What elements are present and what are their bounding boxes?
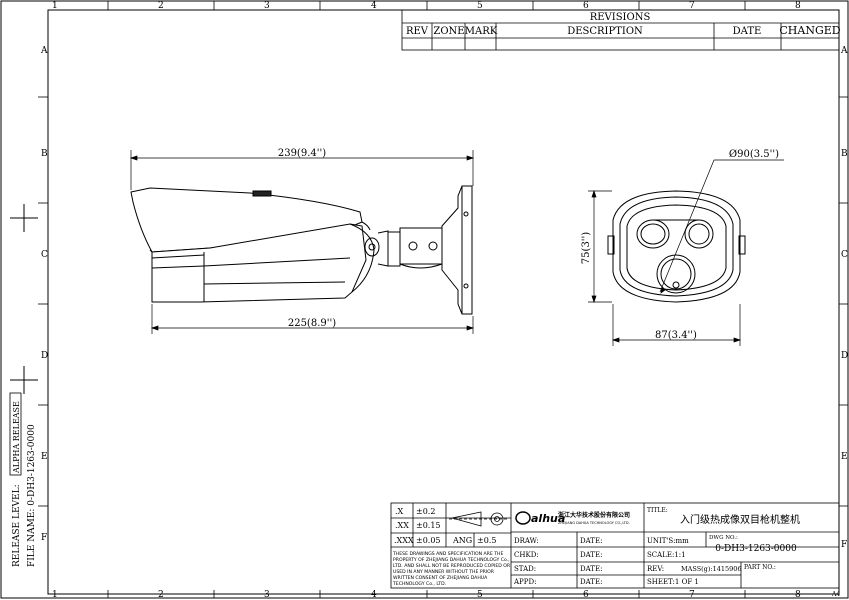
- date-label: DATE:: [580, 578, 602, 586]
- tol-xx-value: ±0.15: [416, 521, 441, 530]
- release-level: RELEASE LEVEL: ALPHA RELEASE: [9, 392, 22, 567]
- title-block-frame: [390, 502, 840, 589]
- proprietary-notice: THESE DRAWINGS AND SPECIFICATION ARE THE…: [392, 551, 511, 587]
- company-logo: alhua 浙江大华技术股份有限公司 ZHEJIANG DAHUA TECHNO…: [515, 511, 630, 525]
- row-label-left: E: [41, 452, 48, 462]
- row-label-left: C: [41, 250, 48, 260]
- date-label: DATE:: [580, 537, 602, 545]
- col-label-bottom: 5: [477, 590, 483, 600]
- notice-line: PROPERTY OF ZHEJIANG DAHUA TECHNOLOGY Co…: [393, 557, 510, 563]
- overall-length-dim: 239(9.4''): [278, 148, 326, 159]
- notice-line: TECHNOLOGY Co., LTD.: [392, 581, 446, 587]
- col-label-bottom: 3: [264, 590, 270, 600]
- stad-label: STAD:: [514, 565, 536, 573]
- col-label-bottom: 6: [583, 590, 589, 600]
- row-label-left: A: [40, 46, 48, 56]
- tol-xx-label: .XX: [395, 521, 409, 530]
- col-label-bottom: 2: [158, 590, 164, 600]
- appd-label: APPD:: [513, 578, 536, 586]
- height-dim: 75(3''): [581, 232, 592, 264]
- dwg-no-label: DWG NO.:: [709, 535, 738, 541]
- row-label-left: B: [41, 149, 48, 159]
- sheet-label: SHEET:1 OF 1: [647, 578, 699, 586]
- file-name: FILE NAME: 0-DH3-1263-0000: [27, 424, 37, 567]
- col-label-bottom: 8: [795, 590, 801, 600]
- title-label: TITLE:: [647, 507, 668, 514]
- col-label-top: 1: [52, 1, 58, 11]
- side-view-dimensions: [129, 150, 475, 334]
- col-label-top: 4: [371, 1, 377, 11]
- row-label-left: D: [41, 351, 48, 361]
- drawing-number: 0-DH3-1263-0000: [715, 544, 797, 554]
- row-label-right: F: [841, 540, 847, 550]
- column-ticks: [38, 1, 848, 598]
- sheet-size-label: A4: [831, 591, 840, 598]
- rev-label: REV:: [647, 565, 664, 573]
- notice-line: THESE DRAWINGS AND SPECIFICATION ARE THE: [392, 551, 503, 557]
- notice-line: LTD. AND SHALL NOT BE REPRODUCED COPIED …: [393, 563, 511, 569]
- col-label-bottom: 7: [689, 590, 695, 600]
- ang-label: ANG: [452, 536, 472, 545]
- revisions-table: [401, 9, 840, 51]
- date-label: DATE:: [580, 565, 602, 573]
- front-view-dimensions: [588, 159, 784, 346]
- revisions-title: REVISIONS: [590, 12, 651, 23]
- units-label: UNIT'S:mm: [647, 537, 689, 545]
- file-name-text: FILE NAME: 0-DH3-1263-0000: [27, 424, 37, 567]
- date-label: DATE:: [580, 551, 602, 559]
- projection-symbol: [449, 511, 507, 527]
- changed-header: CHANGED: [779, 24, 840, 37]
- date-header: DATE: [733, 26, 762, 37]
- body-length-dim: 225(8.9''): [288, 318, 336, 329]
- notice-line: WRITTEN CONSENT OF ZHEJIANG DAHUA: [393, 575, 488, 581]
- notice-line: USED IN ANY MANNER WITHOUT THE PRIOR: [393, 569, 495, 575]
- tol-xxx-label: .XXX: [394, 536, 414, 545]
- row-label-right: D: [841, 351, 848, 361]
- release-level-label: RELEASE LEVEL:: [12, 484, 22, 567]
- mark-header: MARK: [465, 26, 498, 37]
- col-label-top: 8: [795, 1, 801, 11]
- mass-label: MASS(g):1415906: [681, 565, 742, 573]
- diameter-dim: Ø90(3.5''): [729, 149, 779, 160]
- col-label-top: 2: [158, 1, 164, 11]
- row-label-right: E: [841, 452, 848, 462]
- row-label-left: F: [41, 533, 47, 543]
- company-name-en: ZHEJIANG DAHUA TECHNOLOGY CO.,LTD.: [558, 521, 630, 525]
- tol-xxx-value: ±0.05: [416, 536, 441, 545]
- camera-side-view: [130, 185, 473, 315]
- logo-text: alhua: [531, 512, 565, 525]
- part-no-label: PART NO.:: [744, 564, 776, 571]
- width-dim: 87(3.4''): [655, 330, 697, 341]
- scale-label: SCALE:1:1: [647, 551, 686, 559]
- row-label-right: B: [841, 149, 848, 159]
- camera-front-view: [607, 190, 746, 303]
- col-label-top: 6: [583, 1, 589, 11]
- draw-label: DRAW:: [514, 537, 539, 545]
- chkd-label: CHKD:: [514, 551, 539, 559]
- col-label-top: 7: [689, 1, 695, 11]
- registration-marks: [10, 204, 38, 394]
- rev-header: REV: [406, 26, 429, 37]
- col-label-bottom: 1: [52, 590, 58, 600]
- tol-x-value: ±0.2: [416, 507, 435, 516]
- row-label-right: C: [841, 250, 848, 260]
- zone-header: ZONE: [433, 26, 464, 37]
- release-level-value: ALPHA RELEASE: [12, 401, 21, 474]
- description-header: DESCRIPTION: [567, 26, 643, 37]
- row-label-right: A: [840, 46, 848, 56]
- drawing-title: 入门级热成像双目枪机整机: [680, 513, 800, 526]
- ang-value: ±0.5: [477, 536, 496, 545]
- company-name: 浙江大华技术股份有限公司: [558, 511, 630, 519]
- tol-x-label: .X: [395, 507, 404, 516]
- col-label-top: 5: [477, 1, 483, 11]
- col-label-top: 3: [264, 1, 270, 11]
- col-label-bottom: 4: [371, 590, 377, 600]
